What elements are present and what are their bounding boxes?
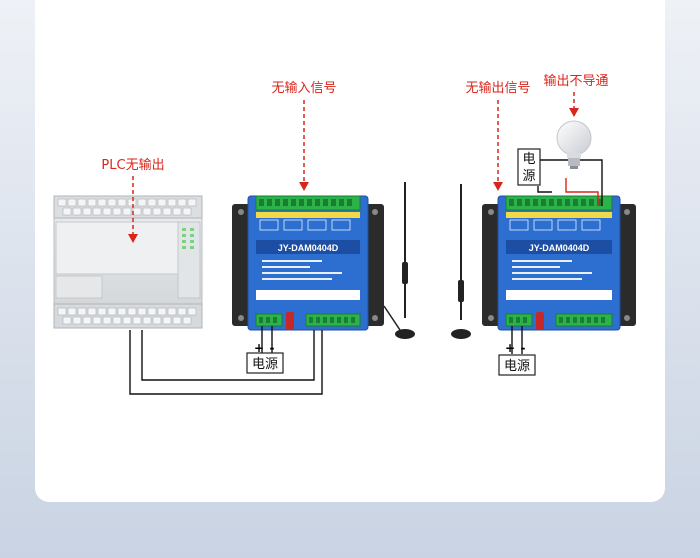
power-wiring-right xyxy=(511,326,523,354)
label-no-output-signal: 无输出信号 xyxy=(465,80,530,96)
plus-right: + xyxy=(505,341,515,355)
power-box-left: 电源 xyxy=(246,352,284,374)
power-box-right: 电源 xyxy=(498,354,536,376)
lamp-bulb-icon xyxy=(556,120,592,169)
power-wiring-left xyxy=(261,326,273,354)
label-no-input-signal: 无输入信号 xyxy=(271,80,336,96)
minus-left: - xyxy=(270,341,275,355)
power-label-lamp-1: 电 xyxy=(522,152,535,167)
signal-wiring xyxy=(129,330,323,395)
io-module-left: JY-DAM0404D xyxy=(232,195,384,331)
antenna-left xyxy=(383,182,415,339)
power-label-lamp-2: 源 xyxy=(522,169,535,184)
module-model-right: JY-DAM0404D xyxy=(529,243,590,253)
label-plc-no-output: PLC无输出 xyxy=(101,157,164,173)
plc-unit xyxy=(53,195,203,329)
antenna-right xyxy=(451,184,471,339)
output-annotation-arrow xyxy=(493,100,503,191)
module-model-left: JY-DAM0404D xyxy=(278,243,339,253)
input-annotation-arrow xyxy=(299,100,309,191)
plc-annotation-arrow xyxy=(128,176,138,243)
power-box-lamp: 电 源 xyxy=(517,148,541,186)
bulb-annotation-arrow xyxy=(569,92,579,117)
io-module-right: JY-DAM0404D xyxy=(482,195,636,331)
minus-right: - xyxy=(521,341,526,355)
power-label-right: 电源 xyxy=(504,359,530,374)
power-label-left: 电源 xyxy=(252,357,278,372)
label-output-not-conducting: 输出不导通 xyxy=(543,73,608,89)
plus-left: + xyxy=(254,341,264,355)
